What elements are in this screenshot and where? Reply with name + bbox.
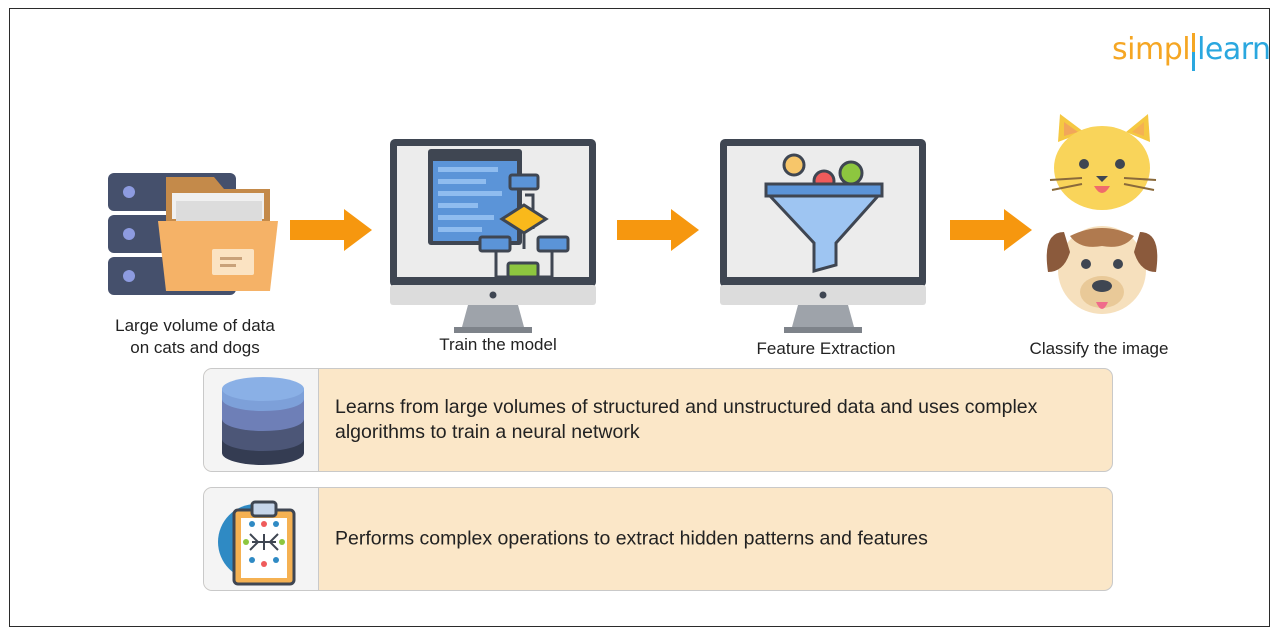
panel-1-text: Learns from large volumes of structured … — [335, 396, 1038, 443]
dog-face-icon — [1046, 226, 1158, 314]
arrow-right-icon — [950, 209, 1032, 251]
step-2-caption: Train the model — [439, 335, 557, 354]
cat-face-icon — [1049, 114, 1157, 210]
info-panel-1: Learns from large volumes of structured … — [203, 368, 1113, 472]
info-panel-2: Performs complex operations to extract h… — [203, 487, 1113, 591]
arrow-right-icon — [617, 209, 699, 251]
panel-1-icon-cell — [204, 369, 319, 471]
panel-2-icon-cell — [204, 488, 319, 590]
step-1-caption-line-1: Large volume of data — [115, 316, 275, 335]
arrow-right-icon — [290, 209, 372, 251]
step-3-caption: Feature Extraction — [756, 339, 896, 358]
clipboard-network-icon — [218, 500, 296, 586]
logo-part-2: learn — [1197, 32, 1271, 67]
cat-dog-icon — [1046, 114, 1158, 314]
panel-2-text: Performs complex operations to extract h… — [335, 527, 928, 550]
monitor-flowchart-icon — [390, 139, 596, 333]
step-1-caption-line-2: on cats and dogs — [130, 338, 260, 357]
step-4-caption: Classify the image — [1029, 339, 1169, 358]
monitor-funnel-icon — [720, 139, 926, 333]
logo-part-1: simpl — [1112, 32, 1191, 67]
step-1-caption: Large volume of data on cats and dogs — [95, 315, 295, 359]
database-icon — [222, 377, 304, 465]
folder-server-icon — [108, 173, 278, 295]
logo-divider — [1192, 33, 1196, 71]
